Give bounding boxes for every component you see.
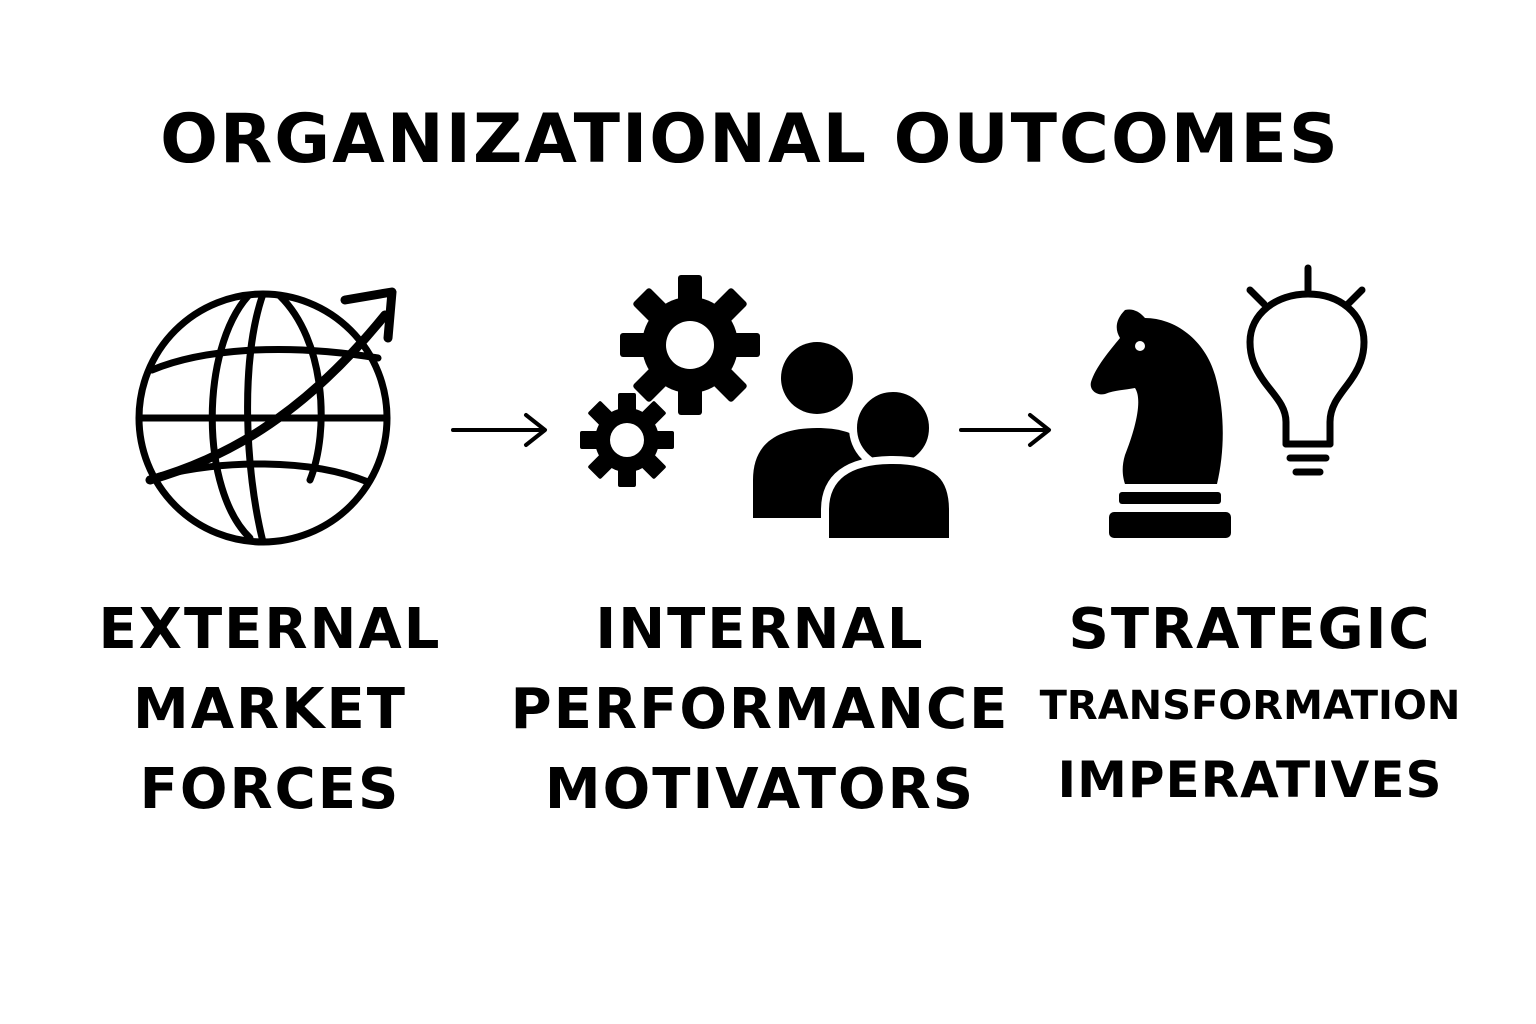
gears-and-people-icon xyxy=(580,275,957,546)
globe-icon xyxy=(135,287,397,546)
stage-label-line: FORCES xyxy=(139,757,401,822)
stage-label-line: PERFORMANCE xyxy=(510,677,1010,742)
stage-label-line: STRATEGIC xyxy=(1068,597,1432,662)
stage-label-line: INTERNAL xyxy=(595,597,925,662)
stage-label-line: MOTIVATORS xyxy=(544,757,976,822)
stage-label-internal-performance-motivators: INTERNAL PERFORMANCE MOTIVATORS xyxy=(500,590,1020,830)
stage-label-external-market-forces: EXTERNAL MARKET FORCES xyxy=(80,590,460,830)
right-arrow-icon xyxy=(959,413,1051,447)
stage-label-strategic-transformation-imperatives: STRATEGIC TRANSFORMATION IMPERATIVES xyxy=(1020,590,1480,818)
diagram-title: ORGANIZATIONAL OUTCOMES xyxy=(160,100,1340,179)
stage-label-line: IMPERATIVES xyxy=(1057,751,1443,809)
stage-label-line: TRANSFORMATION xyxy=(1039,683,1461,729)
chess-knight-icon xyxy=(1090,309,1231,538)
right-arrow-icon xyxy=(451,413,547,447)
stage-label-line: EXTERNAL xyxy=(98,597,442,662)
stage-label-line: MARKET xyxy=(132,677,408,742)
lightbulb-icon xyxy=(1246,264,1368,476)
